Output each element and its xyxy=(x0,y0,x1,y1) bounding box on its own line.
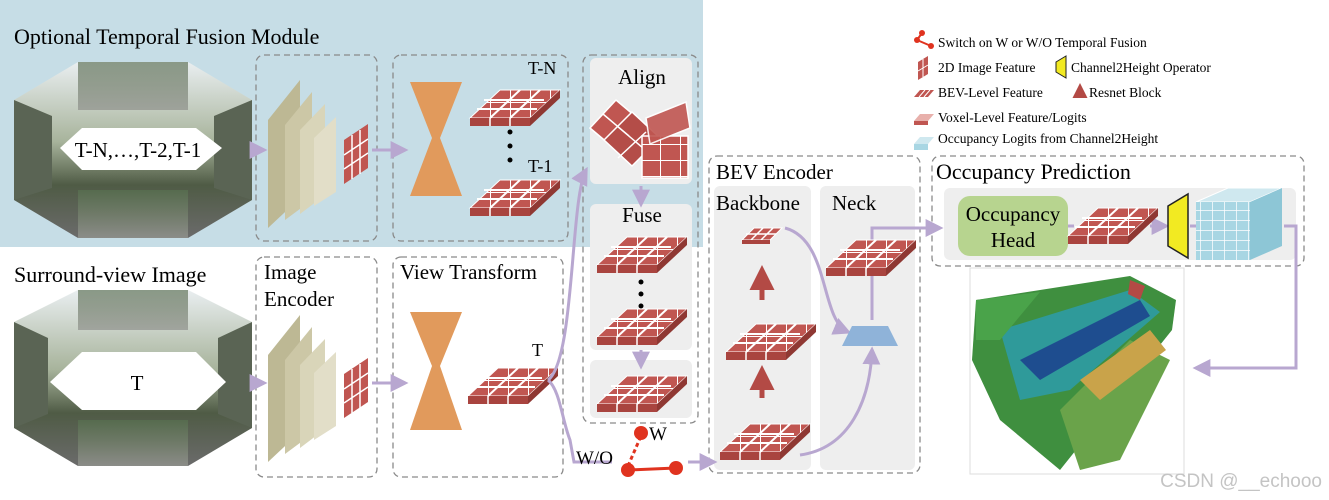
temporal-image-encoder-stack xyxy=(268,80,336,228)
backbone-title: Backbone xyxy=(716,191,800,215)
t-1-label: T-1 xyxy=(528,156,552,176)
ellipsis-dots-2 xyxy=(638,279,644,309)
ellipsis-dots-1 xyxy=(507,129,513,163)
legend-bev-feature-icon xyxy=(914,89,934,98)
fuse-title: Fuse xyxy=(622,203,662,227)
current-frame-label: T xyxy=(131,371,144,395)
channel2height-operator xyxy=(1167,192,1189,260)
legend: Switch on W or W/O Temporal Fusion 2D Im… xyxy=(914,30,1211,150)
t-n-label: T-N xyxy=(528,58,556,78)
temporal-fusion-switch[interactable] xyxy=(621,426,683,477)
legend-text-resnet-block: Resnet Block xyxy=(1089,85,1162,100)
occupancy-head-block xyxy=(958,196,1068,256)
temporal-view-transform xyxy=(410,82,462,196)
past-frames-image: T-N,…,T-2,T-1 xyxy=(14,62,252,238)
image-encoder-stack xyxy=(268,315,336,462)
image-encoder-box xyxy=(255,256,378,478)
t-label: T xyxy=(532,340,543,360)
legend-text-image-feature: 2D Image Feature xyxy=(938,60,1035,75)
image-encoder-title-line2: Encoder xyxy=(264,287,334,311)
bev-feature-t xyxy=(467,367,559,405)
legend-text-bev-feature: BEV-Level Feature xyxy=(938,85,1043,100)
legend-voxel-feature-icon xyxy=(914,114,934,125)
flow-arrows xyxy=(249,141,1298,471)
occupancy-3d-render xyxy=(969,267,1185,475)
legend-text-occupancy-logits: Occupancy Logits from Channel2Height xyxy=(938,131,1158,146)
legend-image-feature-icon xyxy=(917,56,929,80)
view-transform-shape xyxy=(410,312,462,430)
past-frames-label: T-N,…,T-2,T-1 xyxy=(75,138,202,162)
occupancy-logits-voxel xyxy=(1195,187,1283,260)
current-frame-image: T xyxy=(14,290,252,466)
occupancy-prediction-title: Occupancy Prediction xyxy=(936,159,1131,184)
surround-view-title: Surround-view Image xyxy=(14,262,206,287)
occupancy-head-line1: Occupancy xyxy=(966,202,1061,226)
align-title: Align xyxy=(618,65,666,89)
image-feature xyxy=(343,358,369,418)
legend-switch-icon xyxy=(914,30,934,49)
align-tiles xyxy=(588,98,691,179)
legend-channel2height-icon xyxy=(1055,55,1067,79)
align-fuse-box xyxy=(582,54,699,424)
occupancy-prediction-box xyxy=(931,155,1305,267)
image-encoder-title-line1: Image xyxy=(264,260,316,284)
view-transform-title: View Transform xyxy=(400,260,537,284)
legend-occupancy-logits-icon xyxy=(914,137,934,150)
legend-text-channel2height: Channel2Height Operator xyxy=(1071,60,1211,75)
without-fusion-label: W/O xyxy=(576,448,613,469)
watermark: CSDN @__echooo xyxy=(1160,471,1322,492)
with-fusion-label: W xyxy=(649,424,667,445)
neck-fusion-trapezoid xyxy=(842,326,898,346)
legend-text-voxel-feature: Voxel-Level Feature/Logits xyxy=(938,110,1087,125)
neck-title: Neck xyxy=(832,191,877,215)
bev-encoder-title: BEV Encoder xyxy=(716,160,833,184)
occupancy-head-line2: Head xyxy=(991,228,1036,252)
legend-text-switch: Switch on W or W/O Temporal Fusion xyxy=(938,35,1147,50)
view-transform-box xyxy=(392,256,564,478)
temporal-image-feature xyxy=(343,124,369,184)
temporal-fusion-title: Optional Temporal Fusion Module xyxy=(14,24,319,49)
